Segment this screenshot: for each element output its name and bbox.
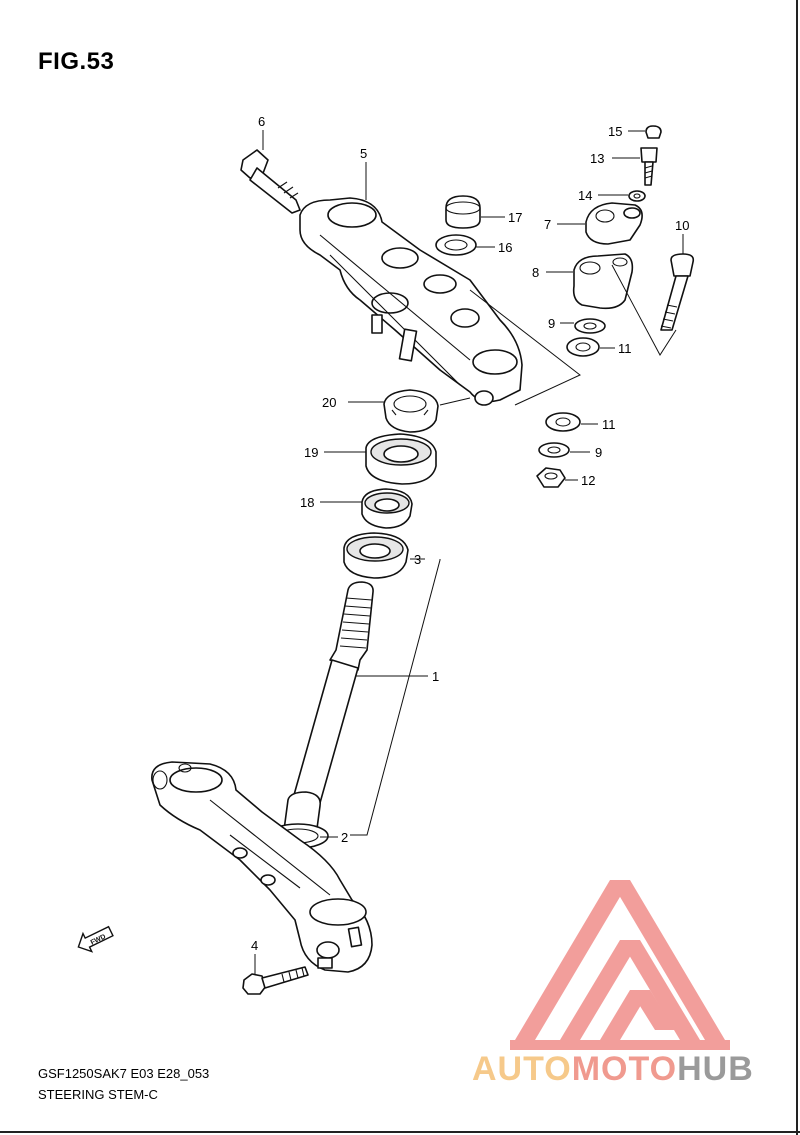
callout-6[interactable]: 6 bbox=[258, 114, 265, 129]
callout-7[interactable]: 7 bbox=[544, 217, 551, 232]
part-6-bolt[interactable] bbox=[240, 149, 301, 214]
model-code: GSF1250SAK7 E03 E28_053 bbox=[38, 1066, 210, 1081]
holder-guide-lines bbox=[611, 264, 677, 356]
callout-11-upper[interactable]: 11 bbox=[618, 341, 632, 356]
callout-20[interactable]: 20 bbox=[322, 395, 336, 410]
automotohub-logo-mark bbox=[510, 880, 730, 1050]
wordmark-auto: AUTO bbox=[472, 1050, 572, 1088]
callout-12[interactable]: 12 bbox=[581, 473, 595, 488]
part-19-dust-seal[interactable] bbox=[365, 433, 437, 485]
part-8-holder-lower[interactable] bbox=[572, 253, 634, 310]
part-11-rubber-upper[interactable] bbox=[566, 337, 600, 357]
part-18-bearing[interactable] bbox=[361, 488, 413, 529]
automotohub-wordmark: AUTOMOTOHUB bbox=[472, 1050, 754, 1089]
part-5-upper-bracket[interactable] bbox=[299, 197, 523, 406]
frame-border-right bbox=[796, 0, 798, 1135]
part-20-stem-nut[interactable] bbox=[383, 389, 439, 433]
part-17-cap[interactable] bbox=[445, 195, 481, 229]
callout-8[interactable]: 8 bbox=[532, 265, 539, 280]
part-12-nut[interactable] bbox=[536, 467, 566, 488]
figure-title: FIG.53 bbox=[38, 48, 115, 75]
wordmark-hub: HUB bbox=[677, 1050, 754, 1088]
callout-13[interactable]: 13 bbox=[590, 151, 604, 166]
assembly-guide-lines bbox=[439, 289, 581, 406]
callout-19[interactable]: 19 bbox=[304, 445, 318, 460]
part-13-bolt[interactable] bbox=[640, 147, 658, 186]
part-9-washer-lower[interactable] bbox=[538, 442, 570, 458]
callout-9-lower[interactable]: 9 bbox=[595, 445, 602, 460]
callout-3[interactable]: 3 bbox=[414, 552, 421, 567]
callout-2[interactable]: 2 bbox=[341, 830, 348, 845]
callout-18[interactable]: 18 bbox=[300, 495, 314, 510]
callout-9-upper[interactable]: 9 bbox=[548, 316, 555, 331]
part-14-washer[interactable] bbox=[628, 190, 646, 202]
part-1-steering-stem[interactable] bbox=[282, 581, 374, 846]
part-7-holder-upper[interactable] bbox=[585, 202, 643, 245]
part-15-cap[interactable] bbox=[645, 125, 662, 139]
callout-11-lower[interactable]: 11 bbox=[602, 417, 616, 432]
part-3-bearing-race[interactable] bbox=[343, 532, 409, 579]
part-16-washer[interactable] bbox=[435, 234, 477, 256]
callout-10[interactable]: 10 bbox=[675, 218, 689, 233]
forward-direction-badge: FWD bbox=[77, 925, 114, 953]
callout-16[interactable]: 16 bbox=[498, 240, 512, 255]
callout-17[interactable]: 17 bbox=[508, 210, 522, 225]
callout-15[interactable]: 15 bbox=[608, 124, 622, 139]
part-4-bolt[interactable] bbox=[242, 966, 309, 995]
leader-3-bracket bbox=[350, 558, 441, 836]
part-1-lower-bracket[interactable] bbox=[151, 761, 373, 973]
figure-description: STEERING STEM-C bbox=[38, 1087, 158, 1102]
callout-1[interactable]: 1 bbox=[432, 669, 439, 684]
part-10-long-bolt[interactable] bbox=[660, 253, 695, 331]
callout-5[interactable]: 5 bbox=[360, 146, 367, 161]
wordmark-moto: MOTO bbox=[571, 1050, 678, 1088]
callout-4[interactable]: 4 bbox=[251, 938, 258, 953]
part-11-rubber-lower[interactable] bbox=[545, 412, 581, 432]
part-9-washer-upper[interactable] bbox=[574, 318, 606, 334]
frame-border-bottom bbox=[0, 1131, 800, 1133]
callout-14[interactable]: 14 bbox=[578, 188, 592, 203]
